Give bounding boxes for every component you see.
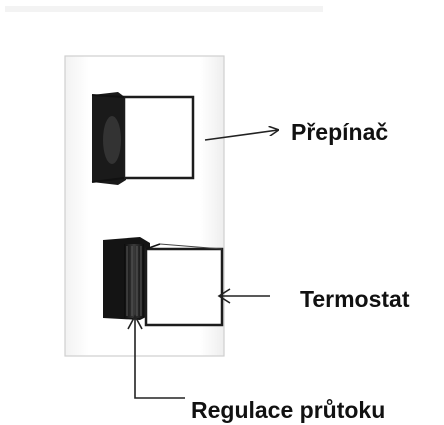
arrow-thermostat <box>217 288 270 304</box>
flow-ring <box>124 244 144 318</box>
diverter-knob <box>91 92 195 185</box>
label-diverter: Přepínač <box>291 119 389 145</box>
arrow-flow-control <box>127 314 185 399</box>
label-flow-control: Regulace průtoku <box>191 397 386 423</box>
arrow-diverter <box>204 130 278 141</box>
top-strip <box>5 6 323 12</box>
label-thermostat: Termostat <box>300 286 410 312</box>
thermostat-assembly <box>103 237 224 327</box>
